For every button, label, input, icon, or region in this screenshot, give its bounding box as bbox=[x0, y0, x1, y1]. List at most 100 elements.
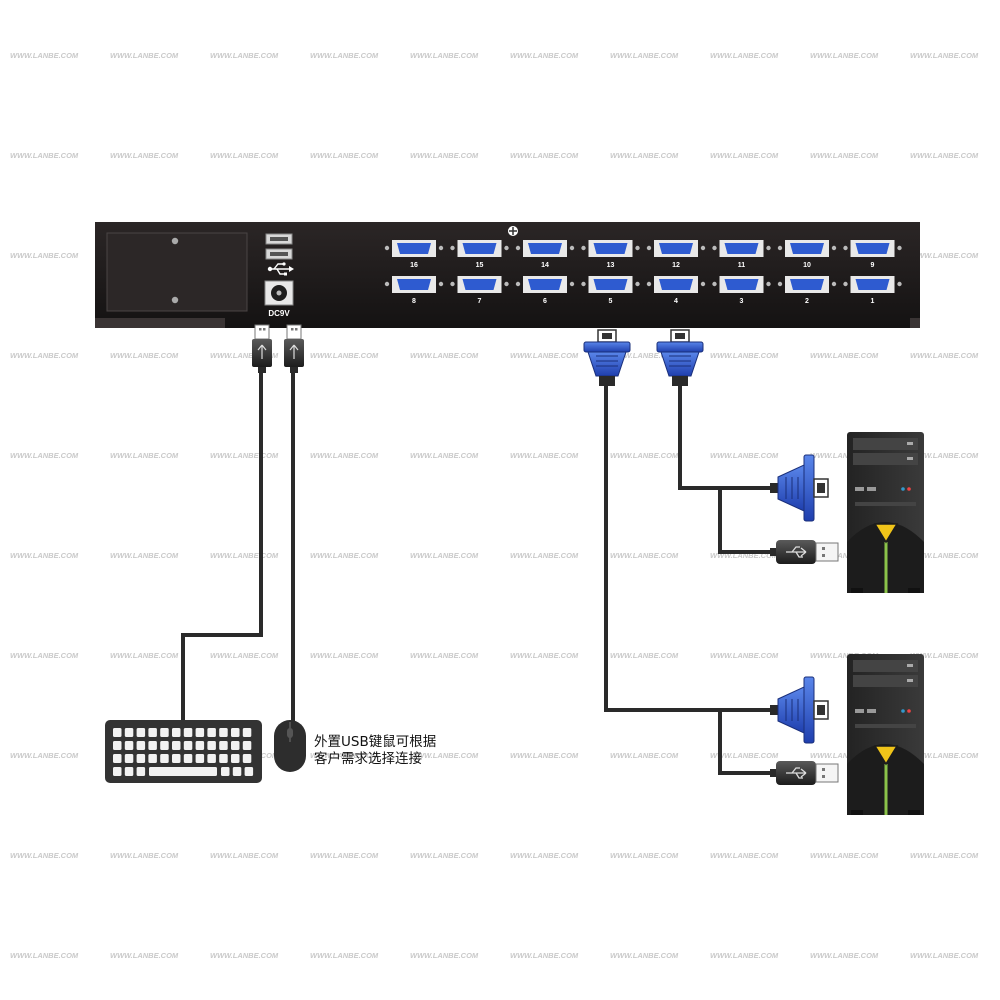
keyboard-key bbox=[242, 741, 252, 750]
port-screw-icon bbox=[438, 281, 444, 287]
computer-tower-1[interactable] bbox=[847, 432, 924, 593]
watermark-text: WWW.LANBE.COM bbox=[910, 951, 979, 960]
vga-port-14[interactable]: 14 bbox=[515, 240, 575, 269]
watermark-text: WWW.LANBE.COM bbox=[10, 51, 79, 60]
usb-branch-2 bbox=[718, 710, 775, 775]
keyboard-keys bbox=[113, 728, 254, 776]
watermark-text: WWW.LANBE.COM bbox=[310, 551, 379, 560]
vga-plug-to-kvm-2[interactable] bbox=[656, 329, 704, 386]
mouse-usb-plug[interactable] bbox=[284, 324, 304, 373]
watermark-text: WWW.LANBE.COM bbox=[510, 151, 579, 160]
watermark-text: WWW.LANBE.COM bbox=[810, 851, 879, 860]
vga-port-9[interactable]: 9 bbox=[843, 240, 902, 269]
keyboard[interactable] bbox=[105, 720, 262, 783]
watermark-text: WWW.LANBE.COM bbox=[310, 851, 379, 860]
watermark-text: WWW.LANBE.COM bbox=[710, 351, 779, 360]
vga-port-socket bbox=[397, 243, 431, 254]
keyboard-usb-plug[interactable] bbox=[252, 324, 272, 373]
vga-plug-to-kvm-1[interactable] bbox=[583, 329, 631, 386]
vga-port-7[interactable]: 7 bbox=[450, 276, 509, 305]
usb-plug-to-computer-1[interactable] bbox=[770, 540, 839, 564]
usb-plug-to-computer-2[interactable] bbox=[770, 761, 839, 785]
keyboard-key bbox=[160, 728, 169, 737]
vga-port-13[interactable]: 13 bbox=[581, 240, 640, 269]
watermark-text: WWW.LANBE.COM bbox=[10, 951, 79, 960]
watermark-text: WWW.LANBE.COM bbox=[10, 151, 79, 160]
keyboard-key bbox=[242, 754, 252, 763]
port-screw-icon bbox=[766, 245, 771, 251]
watermark-text: WWW.LANBE.COM bbox=[510, 551, 579, 560]
usb-symbol-icon bbox=[257, 344, 267, 359]
keyboard-key bbox=[136, 767, 146, 776]
port-screw-icon bbox=[700, 245, 706, 251]
vga-port-11[interactable]: 11 bbox=[712, 240, 771, 269]
watermark-text: WWW.LANBE.COM bbox=[110, 551, 179, 560]
keyboard-key bbox=[207, 728, 216, 737]
kvm-chassis-foot-right bbox=[910, 318, 920, 328]
port-screw-icon bbox=[384, 245, 390, 251]
vga-port-12[interactable]: 12 bbox=[646, 240, 706, 269]
keyboard-key bbox=[160, 754, 169, 763]
vga-port-16[interactable]: 16 bbox=[384, 240, 444, 269]
keyboard-key bbox=[231, 728, 240, 737]
watermark-layer: WWW.LANBE.COM WWW.LANBE.COM WWW.LANBE.COM W… bbox=[10, 51, 979, 960]
keyboard-key bbox=[207, 754, 216, 763]
watermark-text: WWW.LANBE.COM bbox=[310, 951, 379, 960]
port-screw-icon bbox=[635, 245, 640, 251]
keyboard-key bbox=[183, 754, 193, 763]
watermark-text: WWW.LANBE.COM bbox=[610, 51, 679, 60]
keyboard-key bbox=[219, 741, 228, 750]
keyboard-key bbox=[148, 754, 157, 763]
port-screw-icon bbox=[843, 281, 848, 287]
port-screw-icon bbox=[438, 245, 444, 251]
watermark-text: WWW.LANBE.COM bbox=[910, 751, 979, 760]
vga-port-1[interactable]: 1 bbox=[843, 276, 902, 305]
watermark-text: WWW.LANBE.COM bbox=[710, 951, 779, 960]
mouse-body bbox=[274, 720, 306, 772]
vga-port-2[interactable]: 2 bbox=[777, 276, 837, 305]
vga-port-label: 16 bbox=[410, 262, 418, 269]
keyboard-key bbox=[195, 728, 205, 737]
vga-port-socket bbox=[528, 279, 562, 290]
watermark-text: WWW.LANBE.COM bbox=[510, 651, 579, 660]
vga-plug-to-computer-1[interactable] bbox=[770, 454, 829, 522]
vga-port-3[interactable]: 3 bbox=[712, 276, 771, 305]
computer-tower-2[interactable] bbox=[847, 654, 924, 815]
vga-port-label: 3 bbox=[740, 298, 744, 305]
keyboard-key bbox=[136, 728, 146, 737]
mouse-wheel bbox=[287, 728, 293, 738]
vga-plug-to-computer-2[interactable] bbox=[770, 676, 829, 744]
keyboard-key bbox=[113, 767, 122, 776]
watermark-text: WWW.LANBE.COM bbox=[10, 451, 79, 460]
vga-port-4[interactable]: 4 bbox=[646, 276, 706, 305]
watermark-text: WWW.LANBE.COM bbox=[510, 451, 579, 460]
usb-port-slot bbox=[270, 252, 288, 256]
watermark-text: WWW.LANBE.COM bbox=[810, 751, 879, 760]
port-screw-icon bbox=[646, 245, 652, 251]
keyboard-spacebar bbox=[149, 767, 217, 776]
dc-jack-pin bbox=[276, 290, 282, 296]
watermark-text: WWW.LANBE.COM bbox=[110, 851, 179, 860]
keyboard-key bbox=[136, 741, 146, 750]
port-screw-icon bbox=[569, 281, 575, 287]
port-screw-icon bbox=[450, 281, 455, 287]
vga-port-label: 15 bbox=[476, 262, 484, 269]
computer-cable-group bbox=[604, 385, 775, 775]
vga-port-10[interactable]: 10 bbox=[777, 240, 837, 269]
port-screw-icon bbox=[581, 281, 586, 287]
port-screw-icon bbox=[700, 281, 706, 287]
vga-port-6[interactable]: 6 bbox=[515, 276, 575, 305]
port-screw-icon bbox=[777, 281, 783, 287]
vga-port-label: 12 bbox=[672, 262, 680, 269]
watermark-text: WWW.LANBE.COM bbox=[410, 551, 479, 560]
mouse[interactable] bbox=[274, 720, 306, 772]
watermark-text: WWW.LANBE.COM bbox=[610, 351, 679, 360]
watermark-text: WWW.LANBE.COM bbox=[510, 851, 579, 860]
vga-port-5[interactable]: 5 bbox=[581, 276, 640, 305]
watermark-text: WWW.LANBE.COM bbox=[410, 651, 479, 660]
vga-port-15[interactable]: 15 bbox=[450, 240, 509, 269]
keyboard-key bbox=[219, 754, 228, 763]
vga-port-8[interactable]: 8 bbox=[384, 276, 444, 305]
keyboard-key bbox=[207, 741, 216, 750]
